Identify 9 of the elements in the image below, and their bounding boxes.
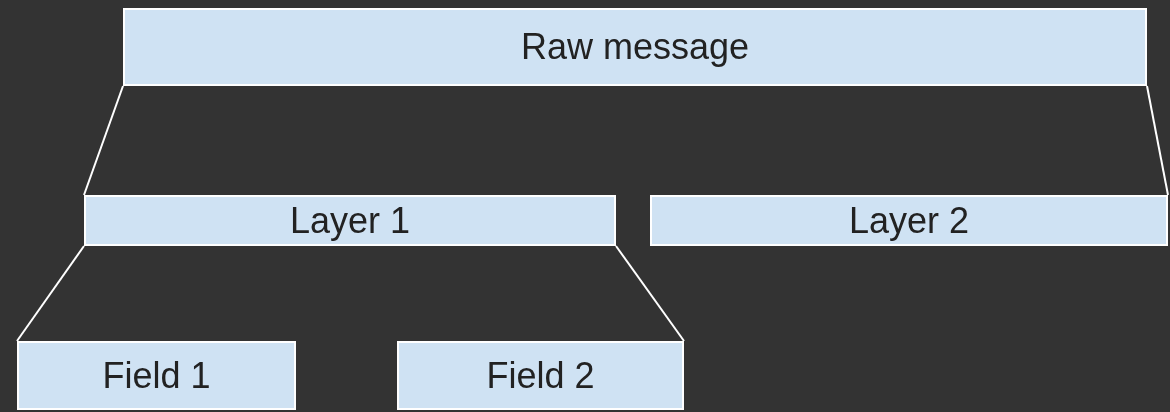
connector-line [1146, 85, 1169, 196]
layer-box: Raw message [123, 8, 1147, 86]
layer-box: Field 1 [17, 341, 296, 410]
layer-box: Layer 1 [84, 195, 616, 246]
connector-line [16, 245, 85, 342]
layer-box: Field 2 [397, 341, 684, 410]
layer-box: Layer 2 [650, 195, 1168, 246]
connector-line [83, 85, 124, 196]
connector-line [615, 245, 685, 342]
